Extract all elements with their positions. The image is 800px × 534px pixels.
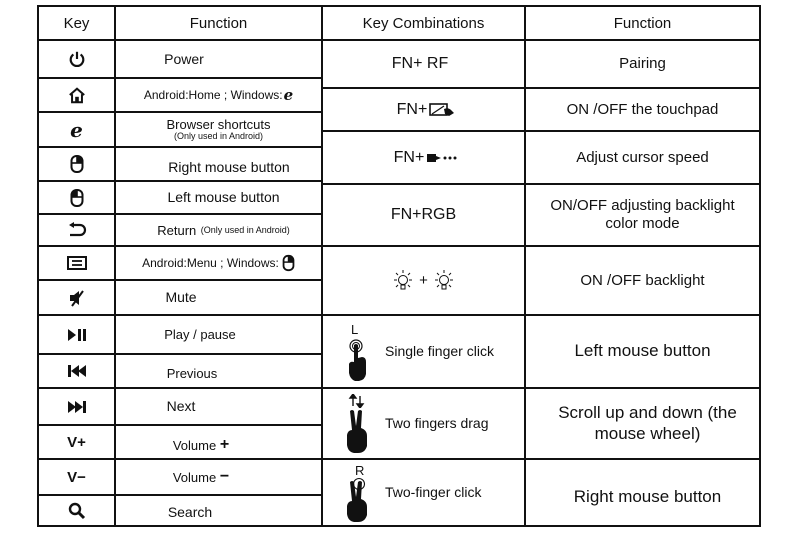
right-mouse-icon — [70, 154, 84, 174]
divider — [37, 494, 322, 496]
key-browser: e — [39, 113, 114, 146]
combo-two-fingers-drag: Two fingers drag — [323, 389, 524, 458]
divider — [321, 245, 761, 247]
divider — [37, 213, 322, 215]
two-fingers-drag-icon — [343, 393, 371, 454]
combo-two-finger-click: R Two-finger click — [323, 460, 524, 525]
function-return: Return (Only used in Android) — [157, 222, 290, 238]
mouse-icon — [282, 254, 295, 272]
function-backlight: ON /OFF backlight — [580, 271, 705, 289]
key-menu — [39, 247, 114, 279]
divider — [321, 387, 761, 389]
function-cursor-speed: Adjust cursor speed — [576, 148, 709, 166]
combo-touchpad: FN+ — [323, 89, 529, 130]
previous-icon — [67, 365, 87, 377]
combo-rgb: FN+RGB — [390, 206, 457, 223]
divider — [321, 458, 761, 460]
function-play-pause: Play / pause — [164, 327, 236, 342]
divider — [37, 245, 322, 247]
function-two-fingers-drag: Scroll up and down (the mouse wheel) — [558, 403, 737, 443]
combo-backlight: + — [323, 247, 524, 314]
two-finger-click-icon: R — [343, 463, 371, 523]
function-left-mouse: Left mouse button — [167, 189, 280, 206]
function-pairing: Pairing — [619, 55, 666, 72]
function-menu: Android:Menu ; Windows: — [116, 247, 321, 279]
cursor-speed-icon — [426, 153, 458, 163]
key-previous — [39, 355, 114, 387]
home-icon — [68, 86, 86, 104]
power-icon — [68, 50, 86, 68]
divider — [37, 353, 322, 355]
key-left-mouse — [39, 182, 114, 213]
mute-icon — [67, 289, 87, 307]
backlight-bulb-icon — [432, 269, 456, 293]
combo-cursor-speed: FN+ — [323, 132, 529, 183]
divider — [321, 87, 761, 89]
divider — [37, 146, 322, 148]
divider — [37, 387, 322, 389]
key-return — [39, 215, 114, 245]
key-next — [39, 389, 114, 424]
divider — [37, 111, 322, 113]
function-touchpad: ON /OFF the touchpad — [566, 100, 719, 118]
volume-up-icon: V+ — [67, 433, 86, 451]
function-mute: Mute — [165, 289, 197, 306]
function-next: Next — [166, 398, 196, 415]
browser-e-icon: e — [70, 117, 83, 142]
header-key: Key — [63, 14, 90, 32]
backlight-bulb-icon — [391, 269, 415, 293]
function-power: Power — [164, 50, 204, 67]
key-right-mouse — [39, 148, 114, 180]
function-home: Android:Home ; Windows:e — [143, 86, 294, 104]
header-key-combinations: Key Combinations — [362, 14, 485, 32]
divider — [37, 180, 322, 182]
menu-icon — [66, 256, 87, 270]
left-mouse-icon — [70, 188, 84, 208]
function-volume-down: Volume − — [172, 468, 230, 485]
single-finger-click-icon: L — [345, 322, 371, 382]
touchpad-icon — [429, 102, 455, 117]
combo-single-finger-click: L Single finger click — [323, 316, 524, 387]
shortcut-table — [37, 5, 761, 527]
divider — [37, 424, 322, 426]
key-volume-up: V+ — [39, 426, 114, 458]
divider — [321, 183, 761, 185]
ie-e-icon: e — [283, 86, 294, 104]
function-single-finger-click: Left mouse button — [574, 341, 711, 361]
divider — [114, 5, 116, 527]
key-power — [39, 41, 114, 77]
divider — [524, 5, 526, 527]
function-previous: Previous — [166, 365, 218, 381]
function-rgb: ON/OFF adjusting backlight color mode — [550, 197, 735, 232]
divider — [321, 39, 761, 41]
function-two-finger-click: Right mouse button — [573, 487, 722, 507]
divider — [321, 130, 761, 132]
key-volume-down: V− — [39, 460, 114, 494]
volume-down-icon: V− — [67, 468, 86, 486]
divider — [37, 279, 322, 281]
key-mute — [39, 281, 114, 314]
function-search: Search — [167, 504, 213, 521]
function-right-mouse: Right mouse button — [168, 158, 290, 175]
divider — [37, 458, 322, 460]
key-play-pause — [39, 316, 114, 353]
header-function: Function — [189, 14, 248, 32]
function-volume-up: Volume + — [172, 436, 230, 453]
divider — [37, 77, 322, 79]
divider — [37, 314, 322, 316]
function-browser-shortcuts: Browser shortcuts (Only used in Android) — [166, 116, 271, 141]
header-function-right: Function — [613, 14, 672, 32]
divider — [321, 5, 323, 527]
divider — [321, 314, 761, 316]
key-search — [39, 496, 114, 525]
next-icon — [67, 400, 87, 413]
key-home — [39, 79, 114, 111]
play-pause-icon — [67, 328, 87, 341]
combo-pairing: FN+ RF — [391, 55, 449, 72]
divider — [37, 39, 322, 41]
search-icon — [68, 502, 86, 520]
return-icon — [67, 222, 87, 238]
